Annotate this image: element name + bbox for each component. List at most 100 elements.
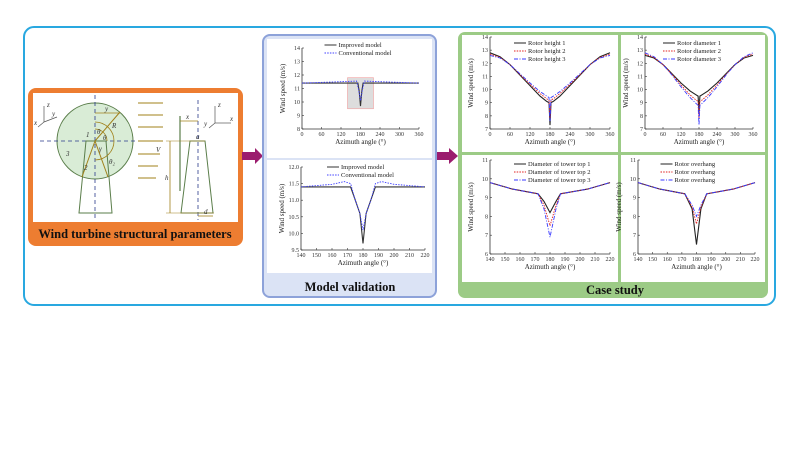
legend-entry: Improved model — [341, 164, 384, 171]
theta-arc-2 — [94, 121, 115, 161]
x-tick-label: 60 — [507, 132, 513, 138]
x-tick-label: 210 — [405, 253, 414, 259]
svg-text:z: z — [46, 101, 50, 109]
label-h: h — [165, 174, 169, 182]
y-tick-label: 10 — [630, 177, 636, 183]
label-a: a — [196, 133, 200, 141]
y-tick-label: 10.5 — [289, 215, 300, 221]
svg-text:x: x — [229, 115, 234, 123]
legend-entry: Rotor height 3 — [528, 56, 566, 63]
y-tick-label: 14 — [637, 35, 643, 41]
blade-2 — [81, 140, 96, 178]
x-tick-label: 220 — [751, 257, 760, 263]
legend-entry: Rotor overhang — [675, 161, 716, 168]
y-tick-label: 7 — [633, 233, 636, 239]
x-tick-label: 180 — [359, 253, 368, 259]
legend-entry: Rotor overhang — [675, 177, 716, 184]
x-tick-label: 220 — [421, 253, 430, 259]
label-d: d — [204, 208, 208, 216]
series-line-dashdot — [489, 54, 611, 122]
series-line-dotted — [300, 181, 426, 231]
y-tick-label: 9.5 — [292, 248, 300, 254]
legend-entry: Rotor diameter 1 — [677, 40, 721, 47]
svg-text:y: y — [203, 120, 208, 128]
arrow-right-1 — [242, 148, 263, 164]
y-tick-label: 12 — [294, 73, 300, 79]
x-tick-label: 170 — [677, 257, 686, 263]
x-tick-label: 180 — [546, 257, 555, 263]
y-tick-label: 13 — [294, 60, 300, 66]
y-tick-label: 7 — [485, 127, 488, 133]
arrow-right-2 — [436, 148, 458, 164]
x-tick-label: 170 — [343, 253, 352, 259]
structural-parameters-panel: y R 1 3 2 θ θ γ θ₂ V h x a — [28, 88, 243, 246]
x-tick-label: 220 — [606, 257, 615, 263]
series-line-dotted — [637, 182, 756, 226]
panel-title-case-study: Case study — [586, 283, 645, 297]
x-tick-label: 160 — [328, 253, 337, 259]
label-gamma: γ — [99, 145, 102, 153]
y-axis-label: Wind speed (m/s) — [278, 183, 286, 233]
x-tick-label: 120 — [337, 132, 346, 138]
x-tick-label: 180 — [356, 132, 365, 138]
x-tick-label: 190 — [707, 257, 716, 263]
y-tick-label: 11 — [294, 87, 300, 93]
legend-entry: Rotor height 2 — [528, 48, 566, 55]
legend-entry: Rotor height 1 — [528, 40, 566, 47]
x-tick-label: 360 — [749, 132, 758, 138]
x-tick-label: 210 — [591, 257, 600, 263]
y-tick-label: 10 — [637, 88, 643, 94]
series-line-dotted — [301, 80, 420, 101]
x-tick-label: 150 — [312, 253, 321, 259]
label-V: V — [156, 146, 161, 154]
y-tick-label: 11 — [482, 158, 488, 164]
y-tick-label: 8 — [485, 214, 488, 220]
label-1: 1 — [86, 131, 90, 139]
outer-frame — [23, 26, 776, 306]
wind-arrows — [138, 102, 163, 179]
x-tick-label: 150 — [501, 257, 510, 263]
series-line-solid — [301, 186, 425, 244]
y-tick-label: 13 — [482, 48, 488, 54]
x-tick-label: 160 — [516, 257, 525, 263]
y-tick-label: 11.5 — [289, 182, 299, 188]
legend-entry: Diameter of tower top 1 — [528, 161, 590, 168]
legend-entry: Diameter of tower top 3 — [528, 177, 590, 184]
label-theta2: θ₂ — [109, 158, 115, 166]
series-line-dotted — [489, 182, 611, 228]
svg-text:x: x — [33, 119, 38, 127]
y-tick-label: 10 — [294, 100, 300, 106]
legend-entry: Conventional model — [341, 172, 394, 179]
y-tick-label: 8 — [485, 114, 488, 120]
legend-entry: Conventional model — [339, 50, 392, 57]
y-tick-label: 6 — [485, 252, 488, 258]
legend-entry: Rotor overhang — [675, 169, 716, 176]
panel-title-structural: Wind turbine structural parameters — [38, 227, 231, 241]
y-tick-label: 9 — [633, 196, 636, 202]
label-R: R — [111, 122, 117, 130]
legend-entry: Improved model — [339, 42, 382, 49]
y-tick-label: 11 — [637, 74, 643, 80]
x-tick-label: 60 — [319, 132, 325, 138]
y-tick-label: 11.0 — [289, 198, 299, 204]
series-line-dashdot — [489, 182, 611, 238]
y-tick-label: 12 — [482, 61, 488, 67]
axes-icon-right: z x y — [203, 101, 234, 129]
y-tick-label: 12.0 — [289, 165, 300, 171]
x-tick-label: 200 — [390, 253, 399, 259]
label-x: x — [185, 113, 190, 121]
x-tick-label: 200 — [721, 257, 730, 263]
y-axis-label: Wind speed (m/s) — [279, 63, 287, 113]
label-3: 3 — [65, 150, 70, 158]
y-tick-label: 9 — [485, 196, 488, 202]
x-tick-label: 180 — [692, 257, 701, 263]
x-axis-label: Azimuth angle (°) — [525, 138, 576, 146]
x-tick-label: 190 — [561, 257, 570, 263]
y-tick-label: 8 — [297, 127, 300, 133]
